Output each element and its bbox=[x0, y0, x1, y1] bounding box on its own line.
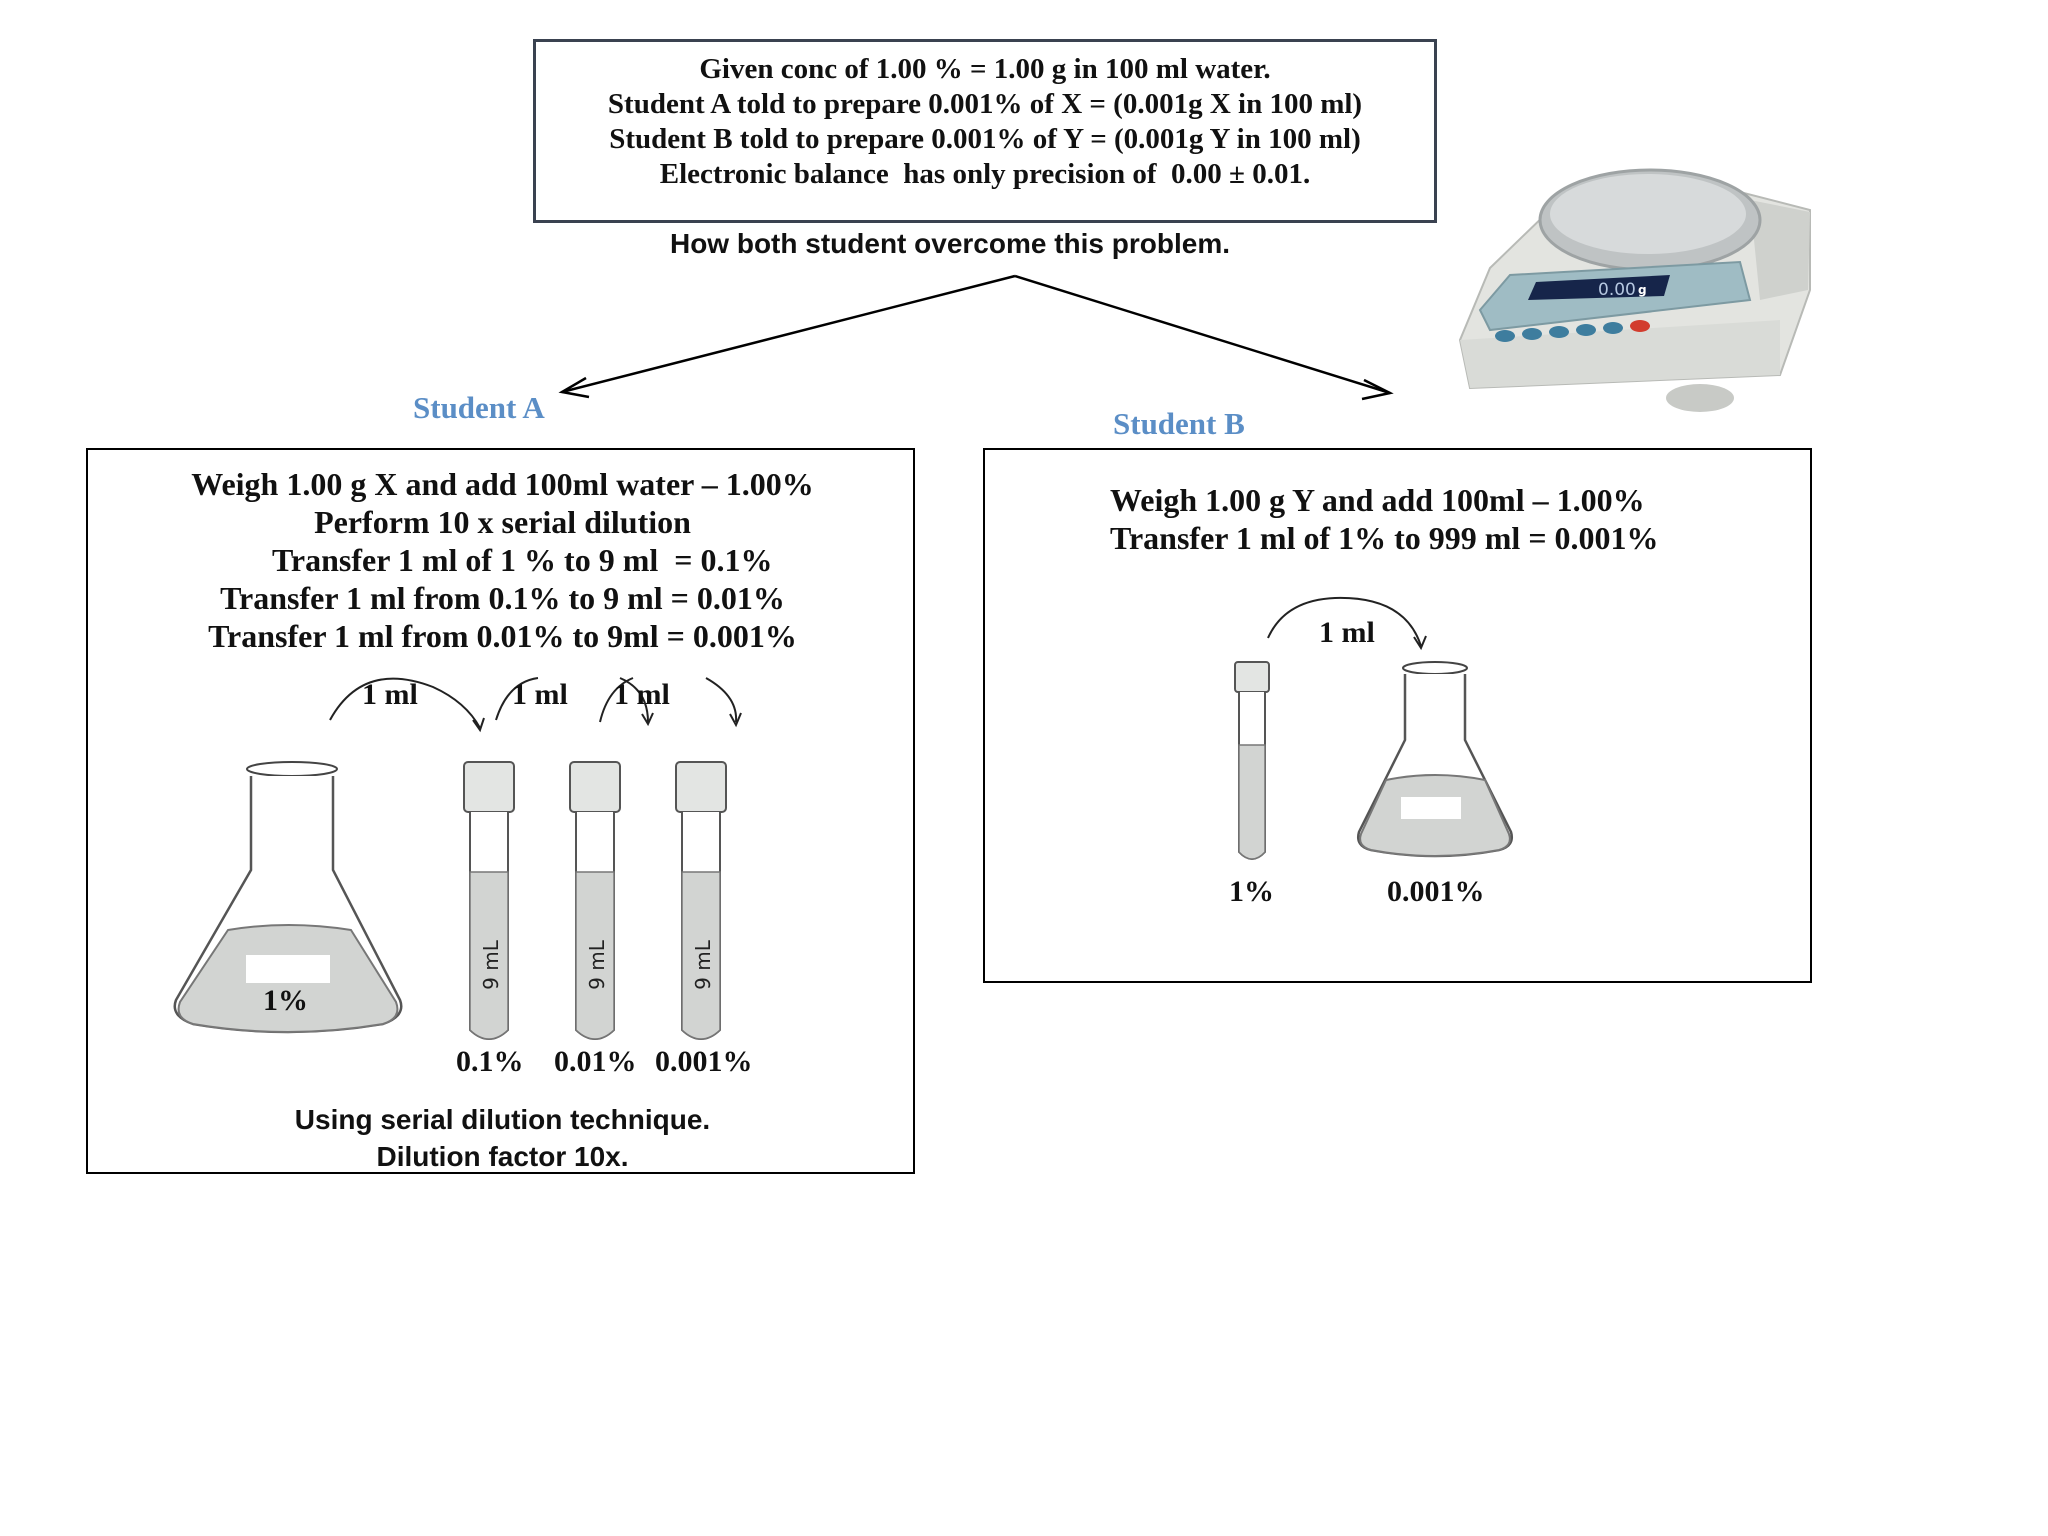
test-tube-3 bbox=[675, 761, 727, 1040]
serial-dilution-illustration: 9 mL 9 mL 9 mL bbox=[173, 677, 742, 1040]
electronic-balance-image: 0.00 g bbox=[1458, 168, 1811, 412]
balance-buttons bbox=[1495, 320, 1650, 342]
transfer-label-3: 1 ml bbox=[614, 678, 670, 711]
flask-b-label: 0.001% bbox=[1387, 875, 1485, 908]
student-a-line-3: Transfer 1 ml of 1 % to 9 ml = 0.1% bbox=[232, 542, 773, 578]
given-line-3: Student B told to prepare 0.001% of Y = … bbox=[609, 123, 1361, 155]
given-line-1: Given conc of 1.00 % = 1.00 g in 100 ml … bbox=[699, 53, 1271, 85]
tube-2-volume: 9 mL bbox=[585, 939, 609, 990]
given-line-2: Student A told to prepare 0.001% of X = … bbox=[607, 88, 1363, 120]
transfer-arc-2 bbox=[495, 677, 649, 723]
question-text: How both student overcome this problem. bbox=[669, 228, 1231, 259]
student-a-line-1: Weigh 1.00 g X and add 100ml water – 1.0… bbox=[191, 466, 814, 502]
student-b-line-1: Weigh 1.00 g Y and add 100ml – 1.00% bbox=[1110, 482, 1645, 518]
arrowhead-a bbox=[558, 376, 590, 399]
student-a-box: Weigh 1.00 g X and add 100ml water – 1.0… bbox=[86, 448, 915, 1174]
flask-1-percent bbox=[173, 761, 403, 1034]
dilution-factor-note: Dilution factor 10x. bbox=[376, 1141, 629, 1172]
given-line-4: Electronic balance has only precision of… bbox=[659, 158, 1311, 190]
transfer-label-1: 1 ml bbox=[362, 678, 418, 711]
arrow-to-student-a bbox=[561, 274, 1016, 394]
student-a-line-5: Transfer 1 ml from 0.01% to 9ml = 0.001% bbox=[208, 618, 797, 654]
transfer-arc-3 bbox=[599, 677, 738, 723]
student-a-label: Student A bbox=[413, 390, 545, 425]
student-a-line-2: Perform 10 x serial dilution bbox=[314, 504, 691, 540]
flask-0-001-percent bbox=[1357, 661, 1513, 858]
transfer-arc-1 bbox=[329, 677, 481, 729]
flask-a-label: 1% bbox=[263, 984, 308, 1017]
student-a-line-4: Transfer 1 ml from 0.1% to 9 ml = 0.01% bbox=[220, 580, 785, 616]
given-conditions-box: Given conc of 1.00 % = 1.00 g in 100 ml … bbox=[533, 39, 1437, 223]
direct-dilution-illustration bbox=[1234, 596, 1513, 860]
arrowhead-b bbox=[1361, 378, 1394, 401]
test-tube-2 bbox=[569, 761, 621, 1040]
test-tube-1 bbox=[463, 761, 515, 1040]
test-tube-1-percent bbox=[1234, 661, 1270, 860]
student-b-line-2: Transfer 1 ml of 1% to 999 ml = 0.001% bbox=[1110, 520, 1659, 556]
branch-arrows bbox=[558, 274, 1394, 401]
tube-1-label: 0.1% bbox=[456, 1045, 524, 1078]
arrow-to-student-b bbox=[1014, 274, 1391, 395]
balance-display: 0.00 bbox=[1598, 280, 1636, 300]
tube-b-label: 1% bbox=[1229, 875, 1274, 908]
transfer-arc-b bbox=[1267, 596, 1422, 647]
transfer-label-b: 1 ml bbox=[1319, 616, 1375, 649]
tube-3-label: 0.001% bbox=[655, 1045, 753, 1078]
tube-1-volume: 9 mL bbox=[479, 939, 503, 990]
balance-unit: g bbox=[1638, 283, 1647, 297]
transfer-label-2: 1 ml bbox=[512, 678, 568, 711]
student-b-box: Weigh 1.00 g Y and add 100ml – 1.00% Tra… bbox=[983, 448, 1812, 983]
tube-3-volume: 9 mL bbox=[691, 939, 715, 990]
tube-2-label: 0.01% bbox=[554, 1045, 637, 1078]
technique-note: Using serial dilution technique. bbox=[294, 1104, 711, 1135]
student-b-label: Student B bbox=[1113, 406, 1245, 441]
